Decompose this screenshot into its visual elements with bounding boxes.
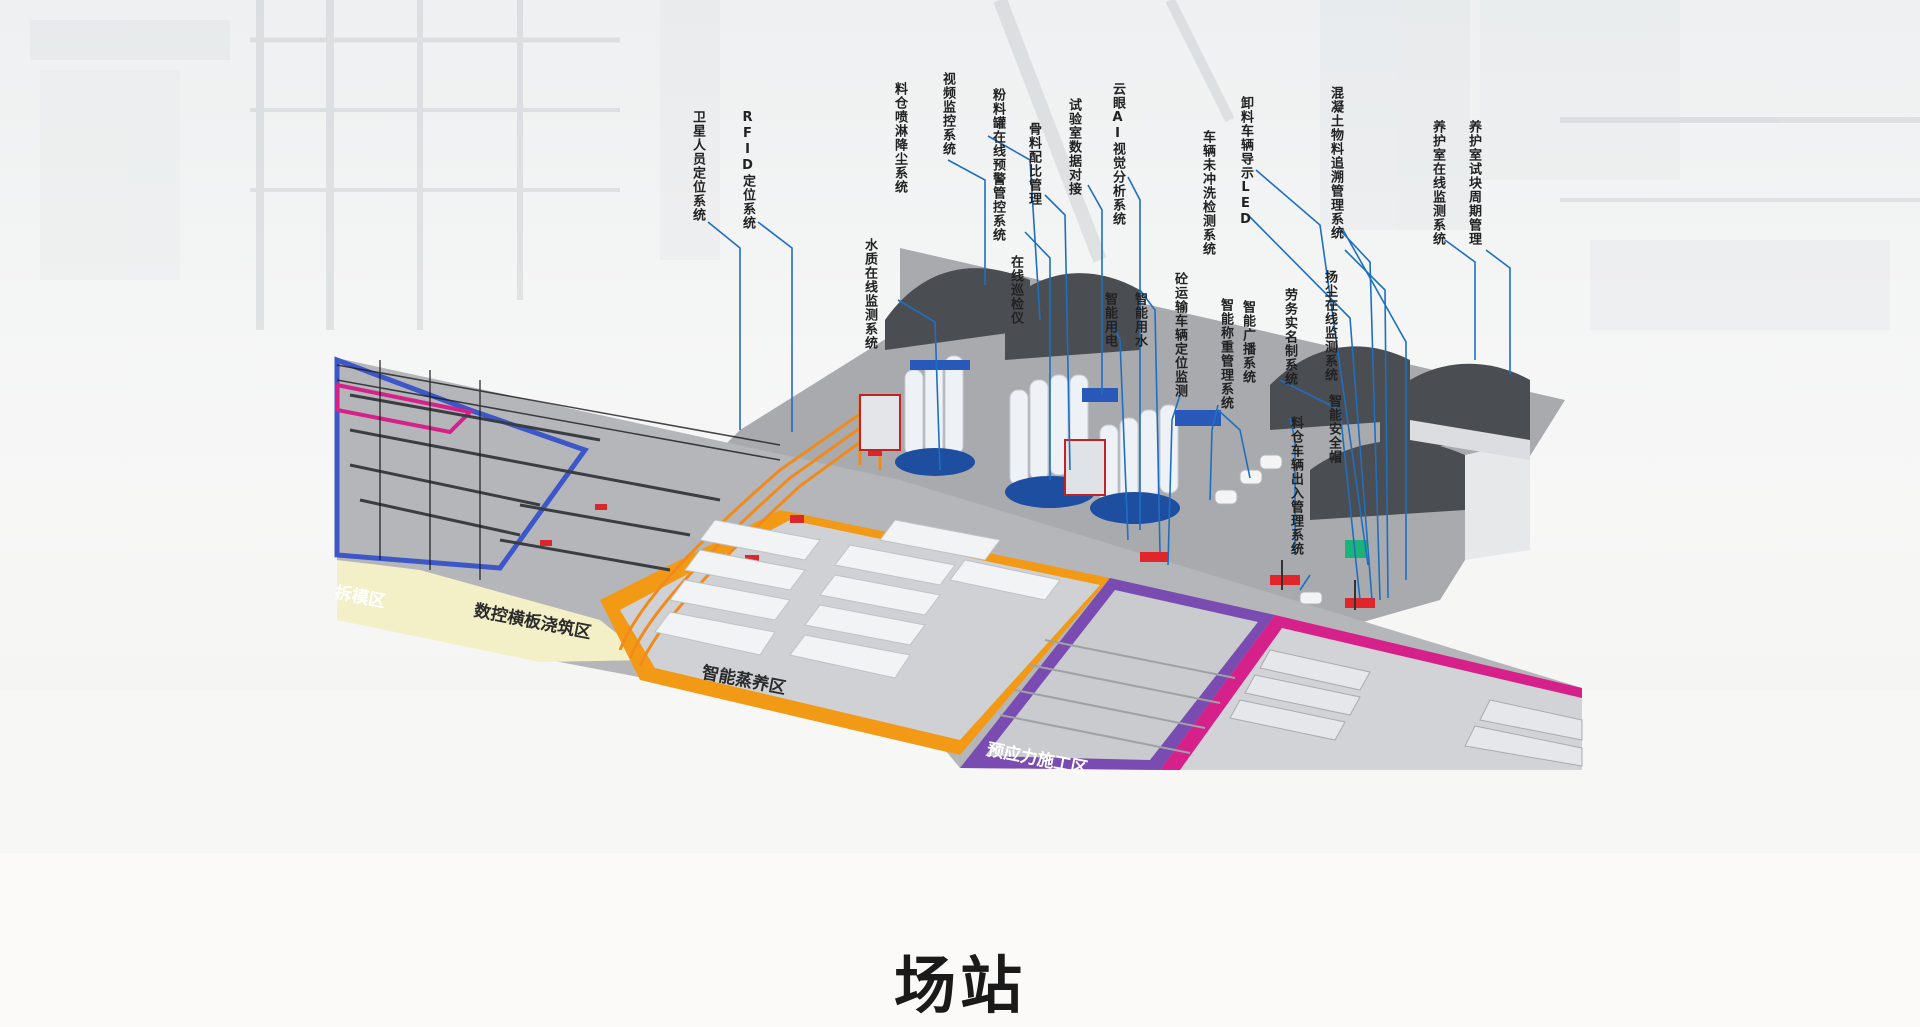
label-lab-data: 试验室数据对接 bbox=[1066, 98, 1081, 196]
label-dust-monitoring: 扬尘在线监测系统 bbox=[1322, 270, 1337, 382]
label-smart-power: 智能用电 bbox=[1102, 292, 1117, 348]
cement-silos bbox=[859, 355, 1180, 524]
label-online-inspector: 在线巡检仪 bbox=[1008, 255, 1023, 325]
label-silo-vehicle-access: 料仓车辆出入管理系统 bbox=[1288, 416, 1303, 556]
label-aggregate-ratio: 骨料配比管理 bbox=[1026, 122, 1041, 206]
label-curing-room-monitoring: 养护室在线监测系统 bbox=[1430, 120, 1445, 246]
steam-curing-chambers bbox=[654, 519, 1061, 679]
label-powder-tank-warning: 粉料罐在线预警管控系统 bbox=[990, 88, 1005, 242]
label-satellite-positioning: 卫星人员定位系统 bbox=[690, 110, 705, 222]
zone-pouring-area bbox=[337, 560, 650, 662]
pouring-racks bbox=[349, 393, 721, 572]
label-smart-water: 智能用水 bbox=[1132, 292, 1147, 348]
label-video-monitoring: 视频监控系统 bbox=[940, 72, 955, 156]
label-smart-helmet: 智能安全帽 bbox=[1326, 394, 1341, 464]
label-smart-broadcast: 智能广播系统 bbox=[1240, 300, 1255, 384]
label-unloading-led: 卸料车辆导示LED bbox=[1238, 96, 1253, 228]
demolding-beams bbox=[1229, 649, 1583, 767]
label-rfid-positioning: RFID定位系统 bbox=[740, 110, 755, 230]
callout-leader-lines bbox=[707, 135, 1511, 601]
label-concrete-traceability: 混凝土物料追溯管理系统 bbox=[1328, 86, 1343, 240]
label-labor-realname: 劳务实名制系统 bbox=[1282, 288, 1297, 386]
label-water-quality: 水质在线监测系统 bbox=[862, 238, 877, 350]
label-ai-vision: 云眼AI视觉分析系统 bbox=[1110, 82, 1125, 226]
page-title: 场站 bbox=[893, 949, 1026, 1022]
label-curing-specimen-cycle: 养护室试块周期管理 bbox=[1466, 120, 1481, 246]
label-smart-weighing: 智能称重管理系统 bbox=[1218, 298, 1233, 410]
label-vehicle-wash-check: 车辆未冲洗检测系统 bbox=[1200, 130, 1215, 256]
plant-3d-diagram bbox=[334, 135, 1583, 770]
label-truck-positioning: 砼运输车辆定位监测 bbox=[1172, 272, 1187, 398]
label-silo-spray-dust: 料仓喷淋降尘系统 bbox=[892, 82, 907, 194]
plant-overview-hero: 数控横板浇筑区 智能蒸养区 预应力施工区 拆模区 卫星人员定位系统 RFID定位… bbox=[0, 0, 1920, 853]
